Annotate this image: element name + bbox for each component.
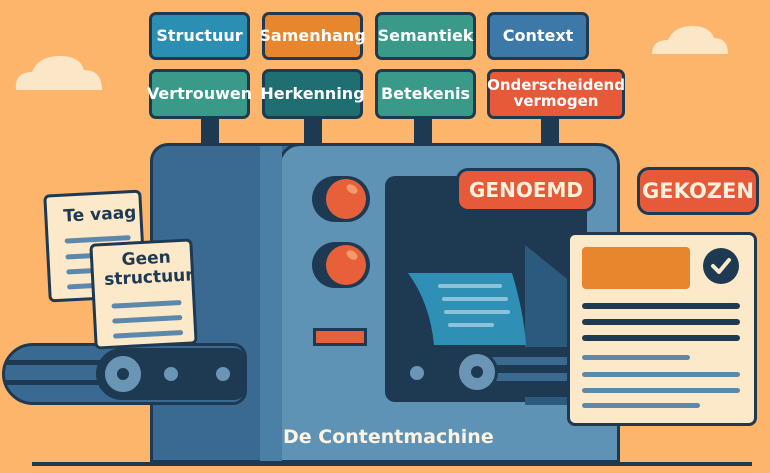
belt-stripe <box>6 380 106 385</box>
badge-gekozen: GEKOZEN <box>637 167 759 215</box>
inner-belt-stripe <box>470 373 573 381</box>
cloud-icon <box>15 56 102 90</box>
document-label: Geen structuur <box>103 247 195 290</box>
sign-structuur: Structuur <box>149 12 250 60</box>
roller-bolt <box>410 366 424 380</box>
sign-post <box>201 118 219 146</box>
document-geen-structuur: Geen structuur <box>89 238 198 350</box>
badge-genoemd: GENOEMD <box>456 168 596 212</box>
sign-samenhang: Samenhang <box>259 12 366 60</box>
sign-herkenning: Herkenning <box>260 69 365 119</box>
sign-post <box>541 118 559 146</box>
sign-post <box>414 118 432 146</box>
roller-bolt <box>164 367 178 381</box>
processed-document <box>408 273 526 345</box>
sign-post <box>304 118 322 146</box>
roller-hub <box>471 366 483 378</box>
sign-betekenis: Betekenis <box>375 69 476 119</box>
check-icon <box>703 248 739 284</box>
ground-line <box>32 462 752 466</box>
sign-onderscheidend-vermogen: Onderscheidend vermogen <box>487 69 625 119</box>
document-label: Te vaag <box>62 202 137 227</box>
roller-bolt <box>216 367 230 381</box>
sign-context: Context <box>487 12 589 60</box>
machine-button-bottom <box>312 242 370 288</box>
machine-button-top <box>312 176 370 222</box>
output-header-block <box>582 247 690 289</box>
machine-title: De Contentmachine <box>283 426 494 448</box>
inner-belt-stripe <box>470 357 573 365</box>
sign-vertrouwen: Vertrouwen <box>147 69 252 119</box>
machine-side <box>260 146 282 461</box>
roller-hub <box>117 368 129 380</box>
machine-slot <box>313 328 367 346</box>
belt-stripe <box>6 360 106 365</box>
sign-semantiek: Semantiek <box>375 12 476 60</box>
cloud-icon <box>652 26 728 54</box>
